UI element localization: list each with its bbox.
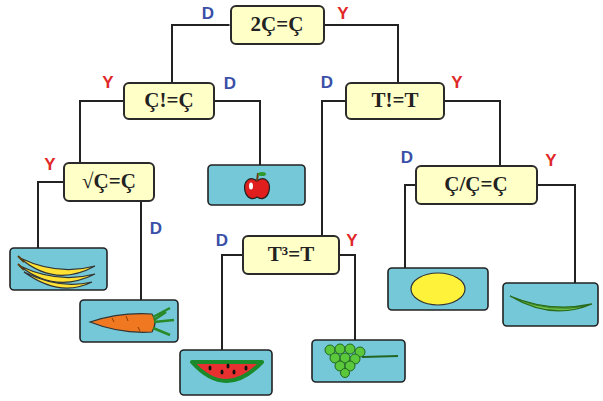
- decision-box: T³=T: [242, 235, 340, 275]
- branch-label: D: [321, 74, 333, 91]
- decision-text: T!=T: [372, 89, 419, 112]
- decision-box: √Ç=Ç: [63, 162, 155, 202]
- decision-text: Ç!=Ç: [144, 89, 193, 112]
- decision-text: Ç/Ç=Ç: [444, 173, 507, 196]
- decision-box: 2Ç=Ç: [230, 5, 325, 45]
- bean-icon: [510, 296, 592, 311]
- branch-label: D: [224, 75, 236, 92]
- leaf-box: [503, 283, 598, 326]
- branch-label: Y: [337, 5, 348, 22]
- leaf-box: [10, 248, 107, 290]
- branch-connector: [325, 25, 399, 82]
- branch-label: D: [216, 232, 228, 249]
- leaf-box: [208, 165, 305, 205]
- leaf-box: [180, 350, 272, 395]
- decision-text: T³=T: [268, 243, 314, 266]
- decision-text: √Ç=Ç: [82, 170, 136, 193]
- branch-label: Y: [44, 156, 55, 173]
- leaf-box: [80, 300, 178, 342]
- branch-label: Y: [451, 74, 462, 91]
- decision-box: Ç/Ç=Ç: [415, 165, 538, 205]
- branch-label: Y: [102, 74, 113, 91]
- leaf-box: [312, 340, 405, 382]
- carrot-icon: [90, 308, 174, 335]
- branch-connector: [322, 101, 345, 235]
- decision-box: Ç!=Ç: [123, 82, 215, 120]
- apple-icon: [245, 172, 270, 199]
- branch-label: D: [401, 149, 413, 166]
- grapes-icon: [325, 344, 398, 378]
- decision-text: 2Ç=Ç: [251, 13, 304, 36]
- lemon-icon: [411, 273, 465, 305]
- branch-connector: [80, 101, 123, 162]
- branch-label: Y: [545, 152, 556, 169]
- leaf-box: [388, 268, 488, 310]
- branch-connector: [172, 25, 230, 82]
- branch-label: D: [202, 5, 214, 22]
- banana-icon: [18, 256, 95, 288]
- branch-label: Y: [346, 232, 357, 249]
- watermelon-icon: [192, 362, 262, 381]
- decision-box: T!=T: [345, 82, 445, 120]
- branch-connector: [445, 101, 500, 165]
- branch-label: D: [150, 220, 162, 237]
